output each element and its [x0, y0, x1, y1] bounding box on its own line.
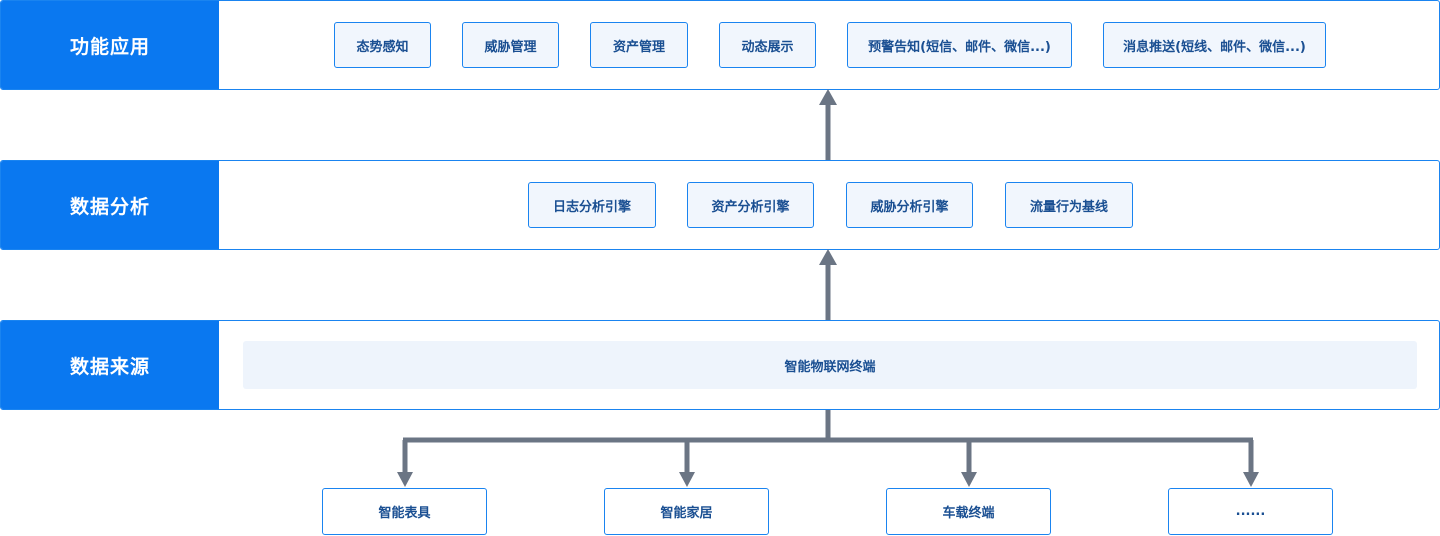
device-smart-home: 智能家居	[604, 488, 769, 535]
app-item-threat-management: 威胁管理	[462, 22, 559, 68]
analysis-item-asset-engine: 资产分析引擎	[687, 182, 814, 228]
analysis-item-log-engine: 日志分析引擎	[528, 182, 656, 228]
app-item-message-push: 消息推送(短线、邮件、微信...)	[1103, 22, 1326, 68]
analysis-item-traffic-baseline: 流量行为基线	[1005, 182, 1133, 228]
layer-analysis-label: 数据分析	[1, 161, 219, 249]
layer-source-label: 数据来源	[1, 321, 219, 409]
app-item-alert-notify: 预警告知(短信、邮件、微信...)	[847, 22, 1072, 68]
analysis-item-threat-engine: 威胁分析引擎	[846, 182, 973, 228]
device-vehicle-terminal: 车载终端	[886, 488, 1051, 535]
device-smart-meter: 智能表具	[322, 488, 487, 535]
branch-device-4-head	[1243, 472, 1259, 487]
arrow-analysis-to-app-head	[819, 89, 837, 105]
source-iot-terminal: 智能物联网终端	[243, 341, 1417, 389]
layer-analysis: 数据分析 日志分析引擎 资产分析引擎 威胁分析引擎 流量行为基线	[0, 160, 1440, 250]
branch-device-1-head	[397, 472, 413, 487]
layer-source: 数据来源 智能物联网终端	[0, 320, 1440, 410]
branch-device-3-head	[961, 472, 977, 487]
app-item-dynamic-display: 动态展示	[719, 22, 816, 68]
app-item-situation-awareness: 态势感知	[334, 22, 431, 68]
device-more: ......	[1168, 488, 1333, 535]
layer-app-label: 功能应用	[1, 1, 219, 89]
layer-app: 功能应用 态势感知 威胁管理 资产管理 动态展示 预警告知(短信、邮件、微信..…	[0, 0, 1440, 90]
app-item-asset-management: 资产管理	[590, 22, 688, 68]
branch-device-2-head	[679, 472, 695, 487]
arrow-source-to-analysis-head	[819, 249, 837, 265]
